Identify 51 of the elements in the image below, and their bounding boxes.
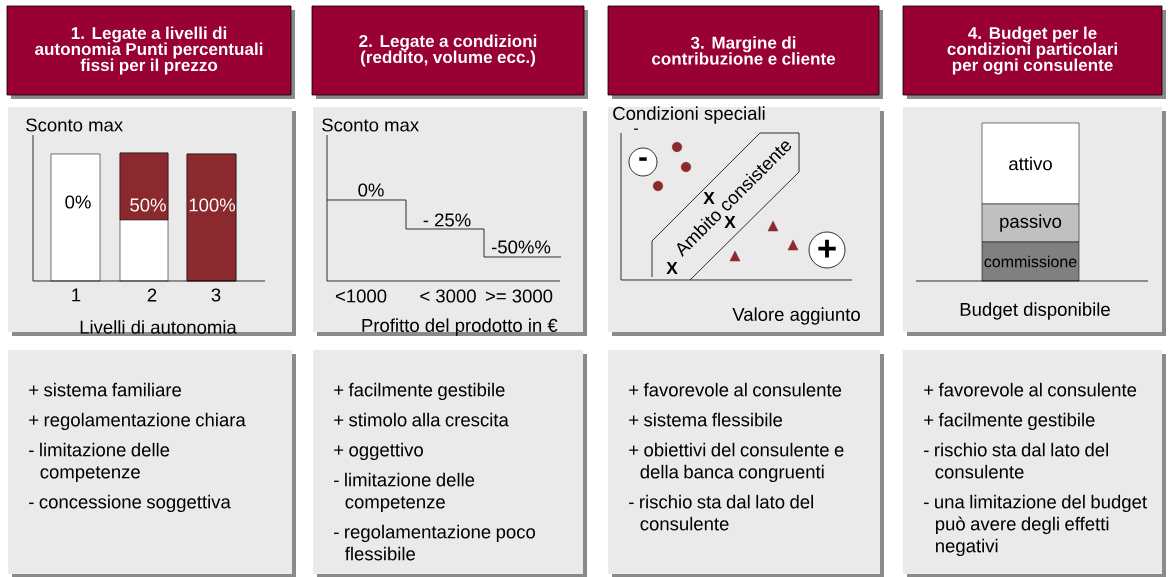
list-item: - regolamentazione poco flessibile	[334, 524, 536, 561]
list-item: + oggettivo	[334, 442, 423, 461]
axis-title: Livelli di autonomia	[80, 320, 237, 334]
list-item: - rischio sta dal lato del consulente	[629, 494, 813, 531]
text-panel	[8, 350, 296, 577]
list-item: + sistema flessibile	[629, 412, 783, 427]
axis-title: Sconto max	[26, 118, 123, 132]
tick-label: 2	[147, 288, 157, 302]
axis-title: Condizioni speciali	[613, 106, 765, 124]
list-item: + facilmente gestibile	[334, 382, 505, 401]
step-label: - 25%	[423, 213, 471, 227]
list-item: - rischio sta dal lato del consulente	[924, 442, 1108, 479]
step-label: 0%	[358, 183, 384, 197]
budget-segment: attivo	[981, 122, 1080, 205]
header-box: 4. Budget per le condizioni particolari per ogni consulente	[902, 5, 1166, 99]
header-box: 1. Legate a livelli di autonomia Punti percentuali fissi per il prezzo	[6, 5, 295, 99]
tick-label: 3	[211, 288, 221, 302]
x-mark: X	[724, 216, 736, 228]
bar: 0%	[50, 153, 101, 282]
x-mark: X	[666, 262, 678, 274]
bar: 50%	[119, 152, 169, 282]
tick-label: >= 3000	[485, 289, 553, 303]
list-item: - limitazione delle competenze	[29, 442, 170, 483]
tick-label: 1	[72, 288, 81, 302]
list-item: + stimolo alla crescita	[334, 412, 509, 427]
list-item: + sistema familiare	[29, 382, 181, 397]
list-item: - limitazione delle competenze	[334, 472, 475, 513]
minus-sign: -	[634, 128, 638, 130]
list-item: + obiettivi del consulente e della banca congruenti	[629, 442, 844, 483]
list-item: + favorevole al consulente	[924, 382, 1137, 397]
list-item: - una limitazione del budget può avere degli effetti negativi	[924, 494, 1147, 557]
x-mark: X	[703, 192, 715, 204]
text-panel	[313, 350, 587, 577]
header-box: 2. Legate a condizioni (reddito, volume ecc.)	[311, 5, 588, 99]
axis-title: Sconto max	[322, 118, 419, 132]
list-item: - concessione soggettiva	[29, 494, 231, 513]
axis-title: Profitto del prodotto in €	[362, 318, 558, 336]
text-panel	[903, 350, 1166, 577]
axis-title: Budget disponibile	[960, 302, 1110, 320]
tick-label: < 3000	[420, 289, 476, 303]
budget-segment: commissione	[981, 241, 1080, 282]
header-box: 3. Margine di contribuzione e cliente	[607, 5, 883, 99]
tick-label: <1000	[335, 289, 387, 303]
step-label: -50%%	[491, 240, 551, 254]
list-item: + facilmente gestibile	[924, 412, 1095, 431]
axis-title: Valore aggiunto	[732, 307, 860, 325]
text-panel	[608, 350, 884, 577]
list-item: + favorevole al consulente	[629, 382, 842, 397]
list-item: + regolamentazione chiara	[29, 412, 246, 431]
budget-segment: passivo	[981, 203, 1080, 243]
bar: 100%	[186, 153, 237, 282]
